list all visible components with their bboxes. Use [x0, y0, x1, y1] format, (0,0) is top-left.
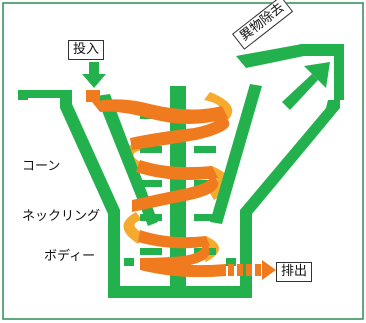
discharge-arrow-icon [228, 260, 276, 280]
cone-label: コーン [22, 159, 61, 174]
neck-ring-label: ネックリング [22, 209, 101, 224]
discharge-label: 排出 [276, 262, 313, 283]
body-label: ボディー [44, 249, 96, 264]
input-arrow-icon [82, 62, 106, 88]
input-chute [86, 90, 100, 102]
input-label: 投入 [68, 40, 105, 61]
spiral-front [86, 90, 230, 278]
removal-arrow-icon [282, 62, 330, 110]
